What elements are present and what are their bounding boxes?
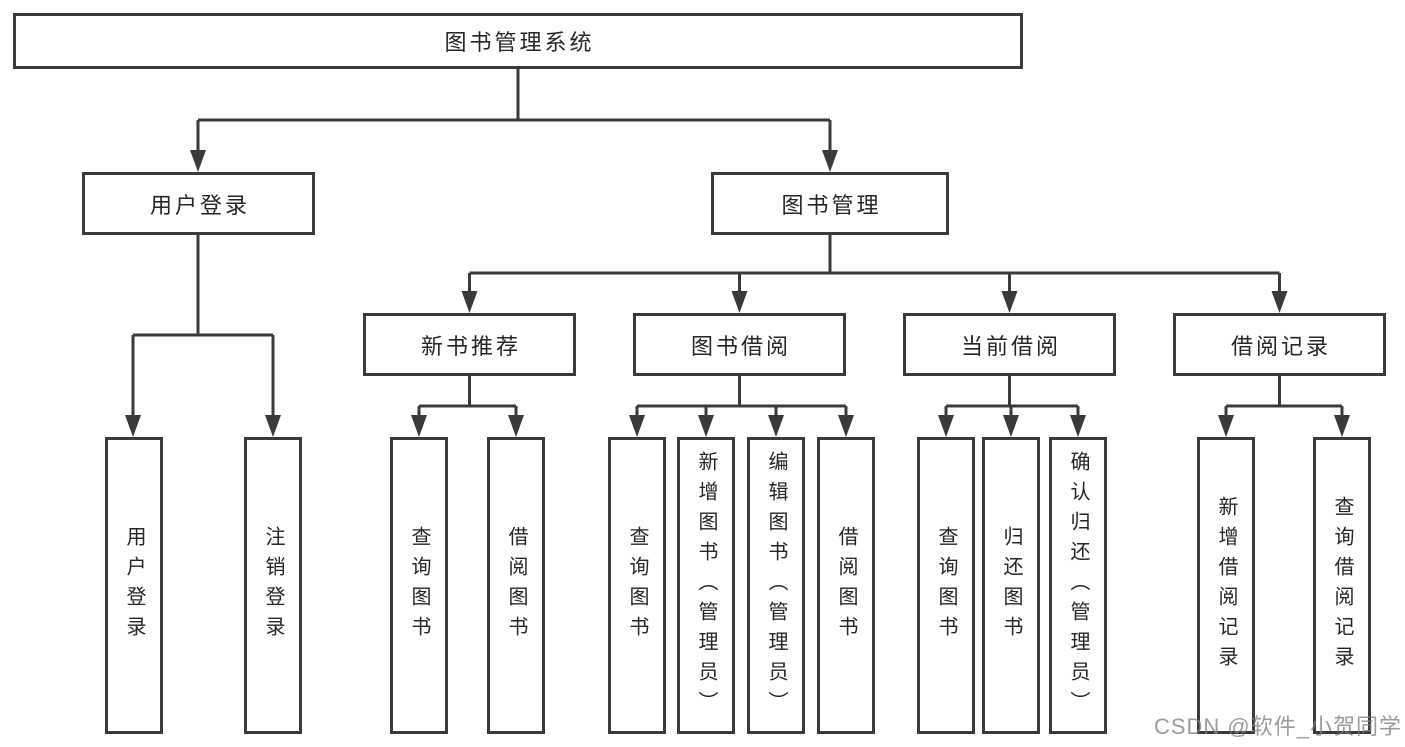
node-label: 查询图书 <box>408 525 430 646</box>
watermark-text: CSDN @软件_小贺同学 <box>1153 714 1402 739</box>
node-label: 图书管理 <box>781 192 882 218</box>
node-label: 注销登录 <box>262 525 284 646</box>
node-label: 用户登录 <box>123 525 145 646</box>
node-label: 当前借阅 <box>960 333 1061 359</box>
node-label: 查询图书 <box>626 525 648 646</box>
node-query-borrow-record-leaf: 查询借阅记录 <box>1313 437 1371 734</box>
node-user-login: 用户登录 <box>82 172 315 235</box>
node-label: 借阅图书 <box>835 525 857 646</box>
node-label: 用户登录 <box>149 192 250 218</box>
node-label: 新增图书（管理员） <box>695 450 717 721</box>
node-user-login-leaf: 用户登录 <box>105 437 163 734</box>
node-edit-books-admin-leaf: 编辑图书（管理员） <box>747 437 805 734</box>
node-label: 归还图书 <box>1000 525 1022 646</box>
node-new-book-recommendation: 新书推荐 <box>363 313 576 376</box>
node-label: 新增借阅记录 <box>1215 495 1237 676</box>
node-add-books-admin-leaf: 新增图书（管理员） <box>677 437 735 734</box>
node-label: 图书管理系统 <box>444 30 595 55</box>
node-label: 查询图书 <box>935 525 957 646</box>
node-book-management: 图书管理 <box>711 172 949 235</box>
node-return-books-leaf: 归还图书 <box>982 437 1040 734</box>
node-query-books-leaf: 查询图书 <box>390 437 448 734</box>
node-library-management-system: 图书管理系统 <box>13 13 1023 69</box>
node-query-books-leaf: 查询图书 <box>917 437 975 734</box>
node-label: 确认归还（管理员） <box>1067 450 1089 721</box>
node-add-borrow-record-leaf: 新增借阅记录 <box>1197 437 1255 734</box>
node-query-books-leaf: 查询图书 <box>608 437 666 734</box>
node-label: 编辑图书（管理员） <box>765 450 787 721</box>
node-confirm-return-admin-leaf: 确认归还（管理员） <box>1049 437 1107 734</box>
node-label: 新书推荐 <box>420 333 521 359</box>
node-logout-leaf: 注销登录 <box>244 437 302 734</box>
node-label: 查询借阅记录 <box>1331 495 1353 676</box>
node-label: 借阅图书 <box>505 525 527 646</box>
node-label: 借阅记录 <box>1230 333 1331 359</box>
node-borrow-books-leaf: 借阅图书 <box>487 437 545 734</box>
node-borrow-books-leaf: 借阅图书 <box>817 437 875 734</box>
node-book-borrowing: 图书借阅 <box>633 313 846 376</box>
node-borrowing-records: 借阅记录 <box>1173 313 1386 376</box>
node-current-borrowing: 当前借阅 <box>903 313 1116 376</box>
node-label: 图书借阅 <box>690 333 791 359</box>
